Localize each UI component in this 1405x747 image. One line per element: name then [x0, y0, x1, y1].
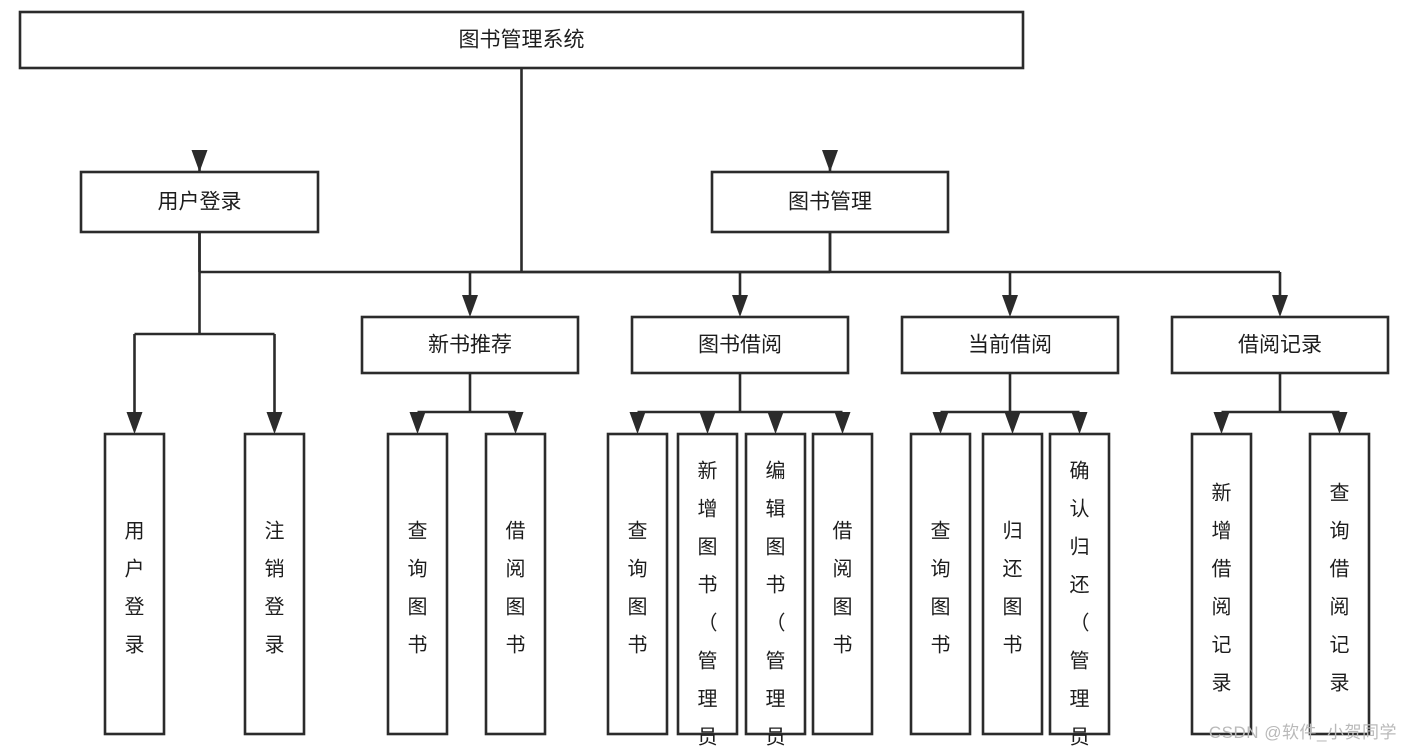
node-book-borrow[interactable]: 图书借阅: [630, 315, 850, 375]
node-box-leaf-return-book: [981, 432, 1044, 736]
node-label-leaf-return-book: 归还图书: [1003, 520, 1023, 657]
arrow-head-icon: [191, 150, 208, 172]
node-box-leaf-confirm-return-admin: [1048, 432, 1111, 736]
node-leaf-return-book[interactable]: 归还图书: [981, 432, 1044, 736]
arrow-head-icon: [126, 412, 143, 434]
node-leaf-user-login[interactable]: 用户登录: [103, 432, 166, 736]
node-label-leaf-query-borrow-record: 查询借阅记录: [1330, 482, 1350, 695]
arrow-head-icon: [462, 295, 478, 317]
node-box-user-login: [79, 170, 320, 234]
node-box-current-borrow: [900, 315, 1120, 375]
node-label-leaf-edit-book-admin: 编辑图书（管理员）: [766, 460, 786, 747]
watermark-label: CSDN @软件_小贺同学: [1208, 723, 1397, 742]
node-book-management[interactable]: 图书管理: [710, 170, 950, 234]
node-leaf-user-logout[interactable]: 注销登录: [243, 432, 306, 736]
node-label-leaf-query-book-recommend: 查询图书: [408, 520, 428, 657]
node-label-current-borrow: 当前借阅: [968, 334, 1052, 357]
node-label-leaf-user-logout: 注销登录: [265, 520, 285, 657]
node-label-leaf-borrow-book-recommend: 借阅图书: [506, 520, 526, 657]
arrow-head-icon: [1272, 295, 1288, 317]
arrow-head-icon: [732, 295, 748, 317]
arrow-head-icon: [507, 412, 524, 434]
node-box-leaf-query-book-current: [909, 432, 972, 736]
node-leaf-add-borrow-record[interactable]: 新增借阅记录: [1190, 432, 1253, 736]
arrow-head-icon: [1002, 295, 1018, 317]
node-label-leaf-add-borrow-record: 新增借阅记录: [1212, 482, 1232, 695]
node-label-borrow-record: 借阅记录: [1238, 334, 1322, 357]
node-box-root: [18, 10, 1025, 70]
node-box-leaf-borrow-book-recommend: [484, 432, 547, 736]
node-label-leaf-query-book-current: 查询图书: [931, 520, 951, 657]
node-leaf-query-book-current[interactable]: 查询图书: [909, 432, 972, 736]
node-leaf-confirm-return-admin[interactable]: 确认归还（管理员）: [1048, 432, 1111, 747]
node-box-borrow-record: [1170, 315, 1390, 375]
arrow-head-icon: [767, 412, 784, 434]
node-label-leaf-user-login: 用户登录: [125, 521, 145, 657]
node-box-leaf-user-login: [103, 432, 166, 736]
node-box-leaf-query-book-borrow: [606, 432, 669, 736]
node-label-leaf-query-book-borrow: 查询图书: [628, 520, 648, 657]
node-leaf-query-book-recommend[interactable]: 查询图书: [386, 432, 449, 736]
nodes-layer: 图书管理系统用户登录图书管理新书推荐图书借阅当前借阅借阅记录用户登录注销登录查询…: [18, 10, 1390, 747]
arrow-head-icon: [822, 150, 838, 172]
node-borrow-record[interactable]: 借阅记录: [1170, 315, 1390, 375]
node-current-borrow[interactable]: 当前借阅: [900, 315, 1120, 375]
node-box-leaf-add-book-admin: [676, 432, 739, 736]
connectors-layer: [126, 68, 1348, 434]
node-box-leaf-query-borrow-record: [1308, 432, 1371, 736]
node-leaf-borrow-book-recommend[interactable]: 借阅图书: [484, 432, 547, 736]
node-label-book-borrow: 图书借阅: [698, 334, 782, 357]
arrow-head-icon: [1071, 412, 1088, 434]
arrow-head-icon: [699, 412, 716, 434]
node-label-root: 图书管理系统: [459, 29, 585, 52]
node-label-new-book-recommend: 新书推荐: [428, 334, 512, 357]
node-box-leaf-add-borrow-record: [1190, 432, 1253, 736]
node-new-book-recommend[interactable]: 新书推荐: [360, 315, 580, 375]
node-label-user-login: 用户登录: [158, 191, 242, 214]
node-leaf-query-borrow-record[interactable]: 查询借阅记录: [1308, 432, 1371, 736]
node-box-new-book-recommend: [360, 315, 580, 375]
node-box-leaf-query-book-recommend: [386, 432, 449, 736]
node-label-leaf-confirm-return-admin: 确认归还（管理员）: [1070, 460, 1090, 747]
arrow-head-icon: [629, 412, 646, 434]
node-box-leaf-user-logout: [243, 432, 306, 736]
node-leaf-add-book-admin[interactable]: 新增图书（管理员）: [676, 432, 739, 747]
node-label-leaf-borrow-book: 借阅图书: [833, 520, 853, 657]
node-label-book-management: 图书管理: [788, 191, 872, 214]
arrow-head-icon: [409, 412, 426, 434]
node-leaf-query-book-borrow[interactable]: 查询图书: [606, 432, 669, 736]
node-user-login[interactable]: 用户登录: [79, 170, 320, 234]
node-box-book-borrow: [630, 315, 850, 375]
arrow-head-icon: [1213, 412, 1230, 434]
arrow-head-icon: [1004, 412, 1021, 434]
node-box-book-management: [710, 170, 950, 234]
arrow-head-icon: [834, 412, 851, 434]
arrow-head-icon: [266, 412, 283, 434]
node-box-leaf-borrow-book: [811, 432, 874, 736]
node-label-leaf-add-book-admin: 新增图书（管理员）: [698, 460, 718, 747]
node-leaf-edit-book-admin[interactable]: 编辑图书（管理员）: [744, 432, 807, 747]
arrow-head-icon: [932, 412, 949, 434]
arrow-head-icon: [1331, 412, 1348, 434]
node-leaf-borrow-book[interactable]: 借阅图书: [811, 432, 874, 736]
node-root[interactable]: 图书管理系统: [18, 10, 1025, 70]
node-box-leaf-edit-book-admin: [744, 432, 807, 736]
